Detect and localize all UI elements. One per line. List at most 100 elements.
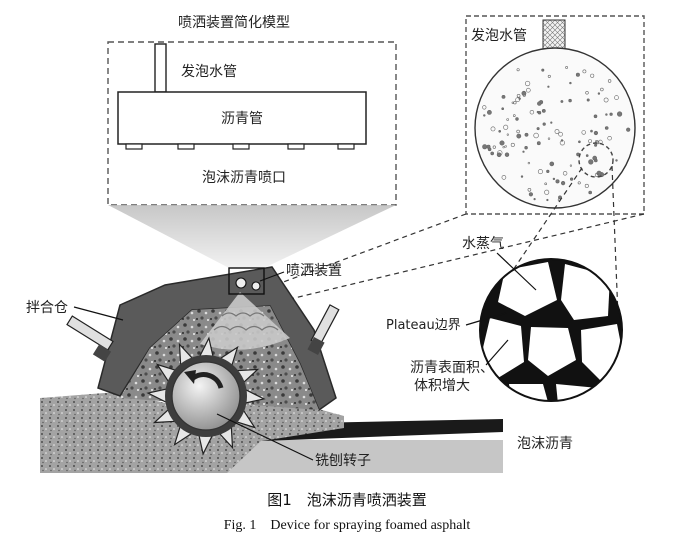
foam-bubble [512,114,516,117]
foam-bubble [552,177,556,181]
steam-leader [496,252,537,291]
foam-bubble [558,131,563,137]
foam-bubble [521,90,527,96]
foam-bubble [536,127,540,131]
foam-bubble [524,80,531,87]
foam-pipe-label-right: 发泡水管 [471,28,527,44]
foam-bubble [575,72,580,77]
foam-bubble [585,91,589,95]
foam-bubble [581,130,586,135]
foam-bubble [614,95,619,100]
foam-bubble [544,189,550,195]
foam-bubble [585,154,589,157]
foam-bubble [600,87,604,92]
foam-bubble [592,155,598,161]
foam-bubble [537,169,543,175]
foam-water-pipe [154,43,167,93]
foam-bubble [554,129,560,134]
foam-bubble [482,105,487,110]
plateau-leader [465,312,507,326]
foam-bubble [511,101,514,105]
foam-bubble [498,130,502,133]
foam-bubble [486,110,492,115]
foam-bubble [560,139,564,142]
rotor-drum [171,361,241,431]
foam-bubble [582,69,587,74]
foam-bubble [496,152,502,158]
foam-bubble [528,192,534,197]
foam-bubble [516,94,521,98]
simplified-model: 喷洒装置简化模型 发泡水管 沥青管 泡沫沥青喷口 [107,14,397,206]
foam-bubble [510,142,515,147]
foam-bubble [588,159,594,165]
foam-bubble [506,118,510,121]
nozzle-label: 泡沫沥青喷口 [202,170,286,186]
foam-bubble [527,188,532,192]
foam-bubble [586,98,590,102]
rotor-leader [216,413,314,461]
foam-bubble [588,190,593,195]
foam-bubble [565,66,569,69]
left-actuator [66,315,114,362]
machine-illustration: 喷洒装置 铣刨转子 拌合仓 [26,263,504,473]
gravel-bed-left [40,392,262,473]
zoom-funnel [108,205,396,268]
foam-bubble [502,146,505,149]
rotation-arrow [191,372,224,389]
foam-bubble [578,140,581,144]
foam-bubble [593,130,599,136]
foam-bubble [541,109,546,113]
foam-bubble [607,136,612,141]
plateau-label: Plateau边界 [386,318,461,333]
foam-bubble [547,74,551,78]
foam-bubble [569,164,573,167]
area-leader [485,339,509,366]
foam-bubble [594,143,598,147]
foam-bubble [516,68,520,72]
foam-bubble [501,107,505,110]
foam-bubble [546,198,549,202]
foam-bubble [524,146,528,150]
foam-bubble [533,198,536,201]
foam-pipe-label-left: 发泡水管 [181,64,237,80]
foam-bubble [516,129,520,134]
foam-bubble [522,150,525,153]
foam-bubble [533,132,539,139]
asphalt-pipe-label: 沥青管 [221,111,263,127]
foam-bubble [569,81,572,85]
foam-bubble [547,85,550,88]
spray-device-leader [259,271,285,282]
foam-bubble [577,181,581,185]
rotor-label: 铣刨转子 [315,453,371,469]
foam-bubble [490,151,495,156]
steam-label: 水蒸气 [462,236,504,252]
magnify-source [578,142,614,178]
foam-bubble [560,181,566,186]
foam-chamber-circle [474,47,636,209]
foamed-asphalt-label: 泡沫沥青 [517,436,573,452]
foam-bubble [546,169,550,173]
area-label-line1: 沥青表面积、 [410,360,494,376]
foam-bubble [607,79,612,83]
plateau-view: 水蒸气 Plateau边界 沥青表面积、 体积增大 [386,236,623,402]
milling-rotor [146,336,266,456]
foam-bubble [504,145,507,148]
foam-bubble [482,144,488,150]
foam-bubble [524,132,529,137]
foam-bubble [547,137,551,140]
foam-bubble [603,97,609,103]
gravel-bed-right [236,402,344,441]
foam-bubble [605,113,608,116]
foam-bubble [594,173,599,178]
model-title: 喷洒装置简化模型 [178,14,290,31]
foam-bubble [584,183,589,188]
right-actuator [307,304,340,355]
foam-bubble [492,145,496,149]
mixing-chamber-label: 拌合仓 [26,300,68,316]
foam-bubble [503,124,509,130]
foam-bubble [555,179,560,184]
foam-bubble [525,87,531,93]
foam-bubble [609,112,613,116]
foam-bubble [626,127,631,132]
